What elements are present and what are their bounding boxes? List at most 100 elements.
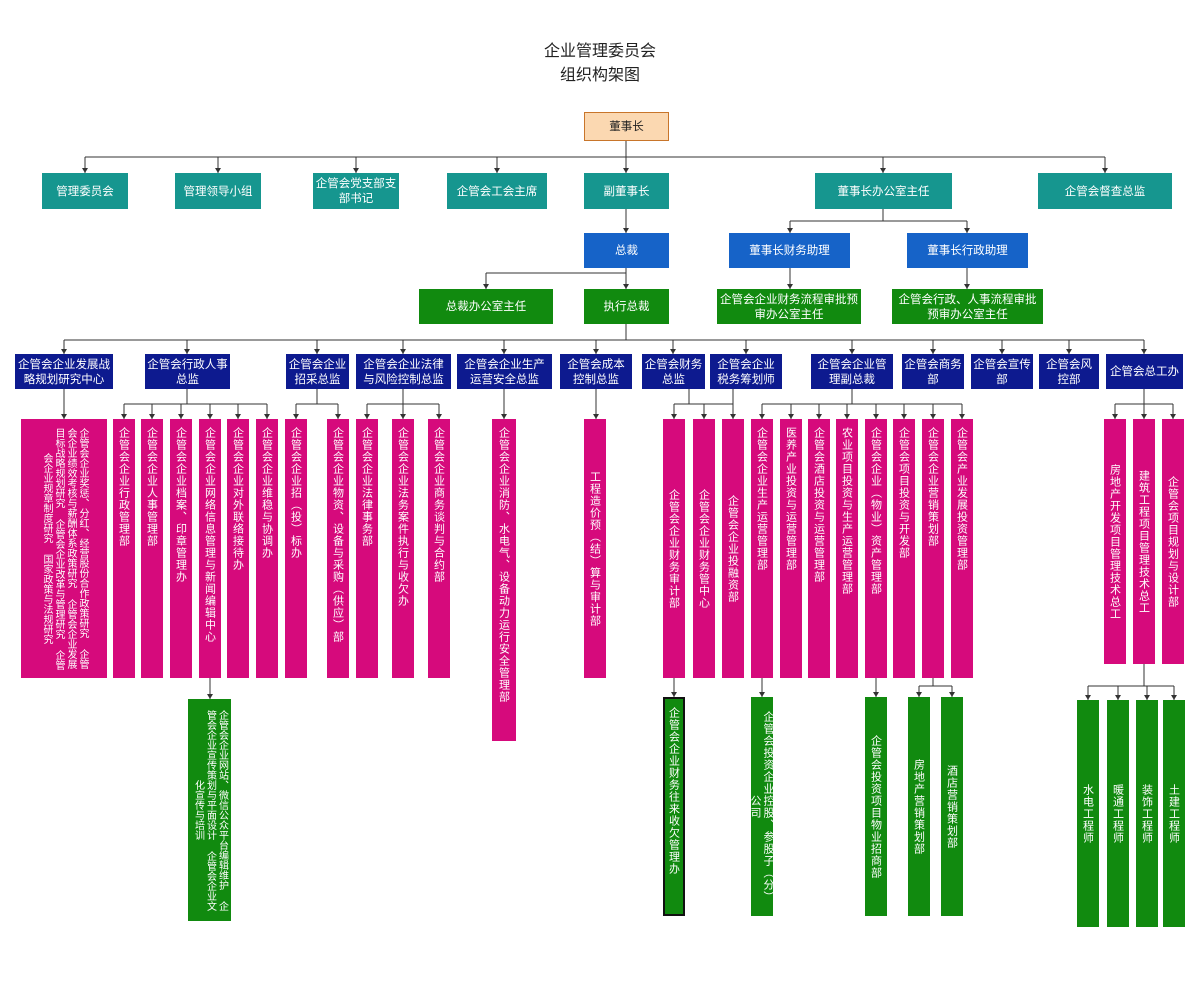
node-strategy-research-group: 企管会企业奖惩、分红、经营股份合作政策研究 企管会企业绩效考核与薪酬体系政策研究… [21, 419, 107, 678]
connector-arrow [314, 349, 320, 354]
node-decoration-engineer: 装饰工程师 [1136, 700, 1158, 927]
node-agri-invest-dept: 农业项目投资与生产运营管理部 [836, 419, 858, 678]
connector-arrow [264, 414, 270, 419]
connector-arrow [494, 168, 500, 173]
node-admin-hr-approval-office: 企管会行政、人事流程审批预审办公室主任 [892, 289, 1043, 324]
node-vice-chairman: 副董事长 [584, 173, 669, 209]
node-legal-risk-director: 企管会企业法律与风险控制总监 [356, 354, 451, 389]
node-legal-affairs-dept: 企管会企业法律事务部 [356, 419, 378, 678]
node-re-marketing-dept: 房地产营销策划部 [908, 697, 930, 916]
node-industry-invest-dept: 企管会产业发展投资管理部 [951, 419, 973, 678]
connector-arrow [82, 168, 88, 173]
connector-arrow [215, 168, 221, 173]
node-property-leasing-dept: 企管会投资项目物业招商部 [865, 697, 887, 916]
connector-arrow [849, 349, 855, 354]
node-production-safety-director: 企管会企业生产运营安全总监 [457, 354, 552, 389]
node-finance-approval-office: 企管会企业财务流程审批预审办公室主任 [717, 289, 861, 324]
node-construction-chief-engineer: 建筑工程项目管理技术总工 [1133, 419, 1155, 664]
chart-title: 企业管理委员会 [543, 41, 656, 60]
node-tax-planner: 企管会企业税务筹划师 [710, 354, 782, 389]
connector-arrow [623, 284, 629, 289]
node-investment-finance-dept: 企管会企业投融资部 [722, 419, 744, 678]
node-vice-president-mgmt: 企管会企业管理副总裁 [811, 354, 893, 389]
connector-arrow [964, 284, 970, 289]
node-risk-control-dept: 企管会风控部 [1039, 354, 1099, 389]
connector-arrow [844, 414, 850, 419]
node-union-chair: 企管会工会主席 [447, 173, 547, 209]
connector-arrow [873, 414, 879, 419]
node-negotiation-dept: 企管会企业商务谈判与合约部 [428, 419, 450, 678]
connector-arrow [483, 284, 489, 289]
connector-arrow [353, 168, 359, 173]
connector-arrow [816, 414, 822, 419]
node-chairman-office-director: 董事长办公室主任 [815, 173, 952, 209]
connector-arrow [880, 168, 886, 173]
connector-arrow [593, 414, 599, 419]
connector-arrow [671, 692, 677, 697]
connector-arrow [400, 414, 406, 419]
connector-arrow [1112, 414, 1118, 419]
node-president-office-director: 总裁办公室主任 [419, 289, 553, 324]
node-bidding-office: 企管会企业招（投）标办 [285, 419, 307, 678]
connector-arrow [335, 414, 341, 419]
node-materials-dept: 企管会企业物资、设备与采购（供应）部 [327, 419, 349, 678]
connector-arrow [1066, 349, 1072, 354]
node-supervision-director: 企管会督查总监 [1038, 173, 1172, 209]
connector-arrow [949, 692, 955, 697]
node-finance-center: 企管会企业财务管中心 [693, 419, 715, 678]
node-chief-engineer-office: 企管会总工办 [1106, 354, 1183, 389]
connector-arrow [759, 414, 765, 419]
node-cost-control-director: 企管会成本控制总监 [560, 354, 632, 389]
connector-arrow [916, 692, 922, 697]
node-finance-audit-dept: 企管会企业财务审计部 [663, 419, 685, 678]
connector-arrow [436, 414, 442, 419]
connector-arrow [1085, 695, 1091, 700]
connector-arrow [873, 692, 879, 697]
node-chairman: 董事长 [584, 112, 669, 141]
node-management-committee: 管理委员会 [42, 173, 128, 209]
node-marketing-plan-dept: 企管会企业营销策划部 [922, 419, 944, 678]
node-publicity-dept: 企管会宣传部 [971, 354, 1033, 389]
node-strategy-center: 企管会企业发展战略规划研究中心 [15, 354, 113, 389]
connector-arrow [730, 414, 736, 419]
node-procurement-director: 企管会企业招采总监 [286, 354, 349, 389]
connector-arrow [623, 168, 629, 173]
node-hotel-marketing-dept: 酒店营销策划部 [941, 697, 963, 916]
connector-arrow [501, 414, 507, 419]
connector-arrow [1141, 349, 1147, 354]
node-fire-safety-dept: 企管会企业消防、水电气、设备动力运行安全管理部 [492, 419, 516, 741]
node-archives-office: 企管会企业档案、印章管理办 [170, 419, 192, 678]
node-leading-group: 管理领导小组 [175, 173, 261, 209]
connector-arrow [149, 414, 155, 419]
connector-arrow [121, 414, 127, 419]
connector-arrow [901, 414, 907, 419]
node-finance-director: 企管会财务总监 [642, 354, 705, 389]
node-admin-hr-director: 企管会行政人事总监 [145, 354, 230, 389]
node-re-dev-chief-engineer: 房地产开发项目管理技术总工 [1104, 419, 1126, 664]
connector-arrow [964, 228, 970, 233]
node-property-asset-dept: 企管会企业（物业）资产管理部 [865, 419, 887, 678]
connector-arrow [671, 414, 677, 419]
node-admin-assistant: 董事长行政助理 [907, 233, 1028, 268]
node-party-secretary: 企管会党支部支部书记 [313, 173, 399, 209]
node-stability-office: 企管会企业维稳与协调办 [256, 419, 278, 678]
node-mep-engineer: 水电工程师 [1077, 700, 1099, 927]
node-hr-mgmt-dept: 企管会企业人事管理部 [141, 419, 163, 678]
connector-arrow [999, 349, 1005, 354]
node-finance-assistant: 董事长财务助理 [729, 233, 850, 268]
connector-arrow [293, 414, 299, 419]
node-cost-audit-dept: 工程造价预（结）算与审计部 [584, 419, 606, 678]
node-project-invest-dept: 企管会项目投资与开发部 [893, 419, 915, 678]
connector-arrow [930, 349, 936, 354]
connector-arrow [1141, 414, 1147, 419]
connector-arrow [1102, 168, 1108, 173]
node-network-info-center: 企管会企业网络信息管理与新闻编辑中心 [199, 419, 221, 678]
connector-arrow [184, 349, 190, 354]
connector-arrow [787, 228, 793, 233]
node-medical-invest-dept: 医养产业投资与运营管理部 [780, 419, 802, 678]
chart-subtitle: 组织构架图 [559, 65, 640, 84]
node-executive-president: 执行总裁 [584, 289, 669, 324]
connector-arrow [1144, 695, 1150, 700]
connector-arrow [207, 414, 213, 419]
